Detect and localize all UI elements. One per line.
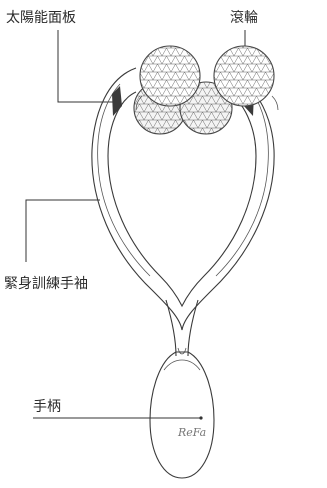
- handle-arm-outer: [91, 67, 275, 331]
- neck-collar: [177, 347, 187, 355]
- handle-arm-label: 緊身訓練手袖: [4, 276, 88, 292]
- grip-leader-dot: [199, 416, 203, 420]
- roller-mount-left: [135, 95, 143, 111]
- roller-right-front-texture: [214, 46, 274, 106]
- handle-arm-inner: [107, 91, 257, 308]
- grip-top-line: [163, 359, 201, 371]
- handle-arm-leader: [25, 199, 100, 262]
- roller-left-front-texture: [140, 46, 200, 106]
- solar-panel-label: 太陽能面板: [6, 10, 76, 26]
- solar-panel-leader: [57, 30, 114, 103]
- solar-panel-left: [112, 86, 122, 116]
- arm-edge-left: [97, 83, 151, 277]
- grip-label: 手柄: [33, 399, 61, 415]
- brand-logo: ReFa: [177, 426, 206, 439]
- roller-mount-right: [271, 95, 279, 111]
- rollers-label: 滾輪: [230, 9, 258, 26]
- arm-edge-right: [215, 83, 269, 277]
- grip: [149, 351, 215, 479]
